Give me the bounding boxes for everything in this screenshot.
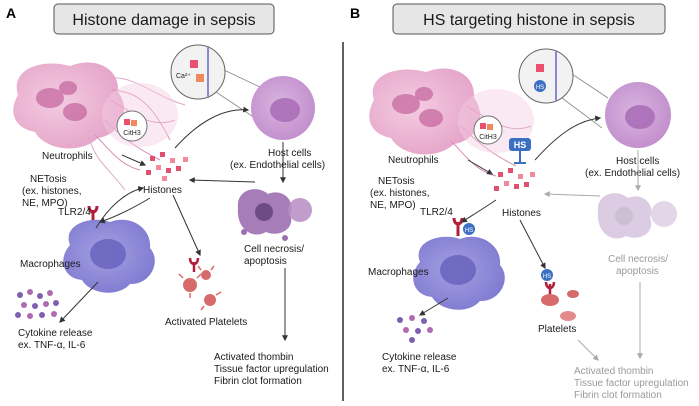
platelets-label: Activated Platelets	[165, 317, 247, 328]
arrow-histones-to-platelets	[172, 194, 201, 257]
histone-mark	[190, 60, 198, 68]
necrosis-label: Cell necrosis/	[244, 244, 304, 255]
zoom-guide-line	[561, 97, 603, 129]
platelet-receptor-icon	[188, 257, 200, 272]
tlr-label: TLR2/4	[58, 207, 91, 218]
arrow-net-to-histones	[467, 159, 494, 175]
netosis-detail-1: (ex. histones,	[370, 188, 429, 199]
histones-label: Histones	[143, 185, 182, 196]
calcium-zoom-circle	[170, 44, 226, 100]
panel-a-letter: A	[6, 5, 16, 21]
zoom-guide-line	[223, 69, 263, 89]
cytokine-dots	[397, 315, 433, 343]
macrophages-label: Macrophages	[368, 267, 429, 278]
cytokine-dots	[15, 289, 59, 319]
neutrophil-cell	[13, 62, 186, 191]
coag-line-2: Tissue factor upregulation	[574, 378, 689, 389]
neutrophils-label: Neutrophils	[42, 151, 93, 162]
arrow-tlr-to-histones	[95, 186, 145, 229]
cith3-label: CitH3	[123, 130, 141, 137]
cith3-label: CitH3	[479, 134, 497, 141]
arrow-histones-to-host	[174, 106, 250, 149]
histone-mark	[480, 123, 486, 129]
arrow-histones-to-platelets	[519, 219, 546, 270]
arrow-necrosis-to-histones	[188, 177, 256, 184]
coag-line-1: Activated thombin	[214, 352, 294, 363]
host-cell-nucleus	[625, 105, 655, 129]
histone-mark	[131, 120, 137, 126]
hs-badge-icon	[541, 269, 553, 281]
histone-mark	[487, 124, 493, 130]
panel-a-title-box	[53, 3, 275, 35]
zoom-guide-line	[571, 73, 609, 99]
tlr-label: TLR2/4	[420, 207, 453, 218]
coag-line-2: Tissue factor upregulation	[214, 364, 329, 375]
cytokine-detail: ex. TNF-α, IL-6	[18, 340, 86, 351]
netosis-label: NETosis	[30, 174, 67, 185]
arrow-macrophage-to-cytokine	[418, 297, 449, 316]
host-cells-label: Host cells	[268, 148, 311, 159]
activated-platelets	[178, 265, 222, 311]
panel-b-title-box	[392, 3, 666, 35]
hs-badge-icon	[463, 223, 475, 235]
necrotic-cells-faded	[597, 193, 677, 239]
inhibit-bar-icon	[514, 151, 526, 164]
necrosis-detail: apoptosis	[244, 256, 287, 267]
hs-zoom-circle	[518, 48, 574, 104]
netosis-detail-1: (ex. histones,	[22, 186, 81, 197]
platelet-receptor-icon	[544, 281, 556, 294]
hs-inhibitor-badge	[509, 138, 531, 151]
histone-mark	[124, 119, 130, 125]
arrow-platelets-to-coag	[577, 339, 599, 361]
coag-line-3: Fibrin clot formation	[214, 376, 302, 387]
histone-mark	[536, 64, 544, 72]
necrotic-cells	[237, 189, 312, 241]
necrosis-label: Cell necrosis/	[608, 254, 668, 265]
necrosis-detail: apoptosis	[616, 266, 659, 277]
netosis-label: NETosis	[378, 176, 415, 187]
platelets-label: Platelets	[538, 324, 576, 335]
hs-badge-icon	[534, 80, 546, 92]
histones-cluster	[146, 152, 188, 181]
platelets	[541, 290, 579, 321]
hs-zoom-label: HS	[536, 85, 544, 91]
cytokine-label: Cytokine release	[382, 352, 457, 363]
panel-a: A Histone damage in sepsis CitH3 Neutrop…	[6, 3, 329, 387]
panel-b: B HS targeting histone in sepsis CitH3 N…	[350, 3, 689, 401]
netosis-detail-2: NE, MPO)	[22, 198, 68, 209]
host-cells-detail: (ex. Endothelial cells)	[585, 168, 680, 179]
arrow-histones-to-tlr	[461, 199, 497, 223]
histones-label: Histones	[502, 208, 541, 219]
zoom-guide-line	[215, 91, 259, 121]
hs-platelet-label: HS	[543, 274, 551, 280]
hs-tlr-label: HS	[465, 228, 473, 234]
histones-cluster	[494, 168, 535, 191]
coag-line-3: Fibrin clot formation	[574, 390, 662, 401]
cytokine-detail: ex. TNF-α, IL-6	[382, 364, 450, 375]
netosis-detail-2: NE, MPO)	[370, 200, 416, 211]
arrow-macrophage-to-cytokine	[59, 281, 99, 323]
host-cell-nucleus	[270, 98, 300, 122]
macrophage-cell	[63, 219, 155, 293]
macrophages-label: Macrophages	[20, 259, 81, 270]
arrow-net-to-histones	[121, 154, 147, 166]
arrow-histones-to-tlr	[98, 197, 151, 224]
panel-b-title: HS targeting histone in sepsis	[423, 12, 635, 29]
coag-line-1: Activated thombin	[574, 366, 654, 377]
arrow-histones-to-host	[534, 115, 602, 161]
hs-inhibitor-label: HS	[514, 140, 527, 150]
histone-mark	[196, 74, 204, 82]
cytokine-label: Cytokine release	[18, 328, 93, 339]
host-cells-detail: (ex. Endothelial cells)	[230, 160, 325, 171]
tlr-receptor-icon	[452, 217, 464, 236]
neutrophils-label: Neutrophils	[388, 155, 439, 166]
arrow-necrosis-to-histones	[543, 191, 601, 198]
macrophage-cell	[413, 236, 505, 310]
panel-b-letter: B	[350, 5, 360, 21]
calcium-label: Ca²⁺	[176, 73, 191, 80]
panel-a-title: Histone damage in sepsis	[72, 12, 255, 29]
